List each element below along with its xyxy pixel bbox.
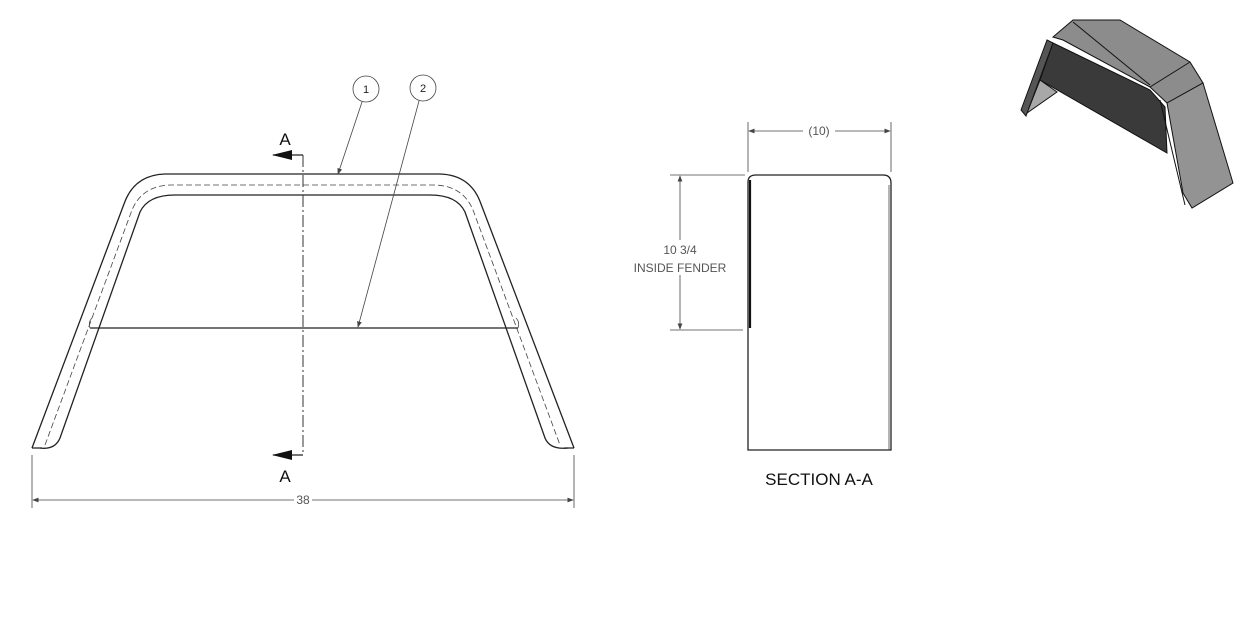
fender-dashed-line xyxy=(44,184,561,446)
balloon-1-label: 1 xyxy=(363,84,369,96)
iso-inner-face xyxy=(1039,42,1168,154)
section-width-dimension-text: (10) xyxy=(808,124,829,138)
balloon-2 xyxy=(409,74,437,102)
section-label-bottom: A xyxy=(279,467,291,486)
balloon-2-leader xyxy=(357,100,420,328)
fender-outer-outline xyxy=(31,173,575,449)
balloon-1 xyxy=(352,75,380,103)
section-view: (10) 10 3/4 INSIDE FENDER SECTION A-A xyxy=(634,122,892,489)
fender-corner-marks xyxy=(88,317,520,329)
section-arrowhead-bottom-icon xyxy=(272,450,292,460)
section-arrowhead-top-icon xyxy=(272,150,292,160)
iso-right-leg-face xyxy=(1166,82,1234,209)
iso-top-edge xyxy=(1072,21,1151,86)
front-view: A A 1 2 38 xyxy=(31,74,575,508)
fender-inner-outline xyxy=(39,194,569,449)
height-note-text: INSIDE FENDER xyxy=(634,261,727,275)
balloon-2-label: 2 xyxy=(420,83,426,95)
iso-right-leg-edge xyxy=(1159,99,1186,206)
balloon-1-leader xyxy=(337,101,363,175)
iso-left-leg xyxy=(1020,39,1054,117)
section-label-top: A xyxy=(279,130,291,149)
isometric-fender-view xyxy=(1020,19,1234,209)
height-dimension-text: 10 3/4 xyxy=(663,243,697,257)
iso-bend-line xyxy=(1149,61,1191,88)
section-title: SECTION A-A xyxy=(765,470,873,489)
section-outline xyxy=(747,174,892,451)
width-dimension-text: 38 xyxy=(296,493,310,507)
